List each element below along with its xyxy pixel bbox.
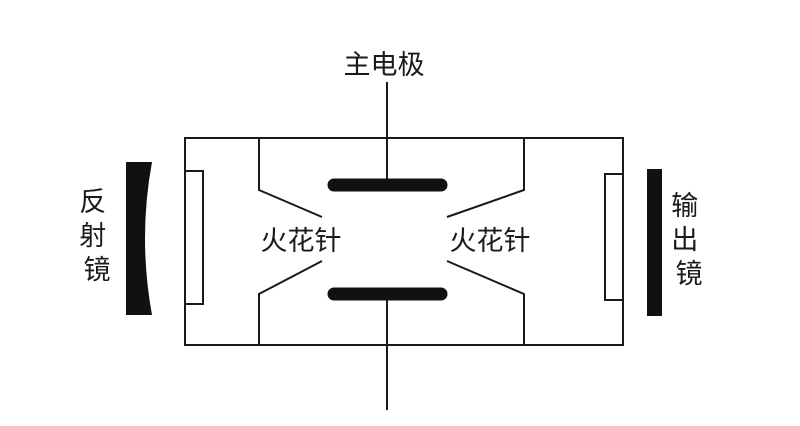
reflector-char-2: 射 [79,221,106,252]
left-spark-pin-upper [258,138,323,218]
output-char-1: 输 [671,191,698,222]
right-spark-pin-lower [446,260,525,345]
reflector-mirror [126,162,152,315]
output-mirror [647,169,662,316]
left-window-plate [184,170,204,305]
main-electrode-label: 主电极 [344,50,425,81]
laser-chamber [184,137,624,346]
reflector-char-1: 反 [79,187,106,218]
output-char-3: 镜 [676,259,703,290]
left-spark-pin-lower [258,260,323,345]
output-char-2: 出 [671,225,698,256]
output-mirror-label: 输 出 镜 [671,191,707,290]
reflector-char-3: 镜 [84,255,111,286]
right-window-plate [604,173,624,301]
spark-pin-label-right: 火花针 [450,226,531,257]
reflector-mirror-label: 反 射 镜 [79,187,115,286]
spark-pin-label-left: 火花针 [261,226,342,257]
right-spark-pin-upper [446,138,525,218]
